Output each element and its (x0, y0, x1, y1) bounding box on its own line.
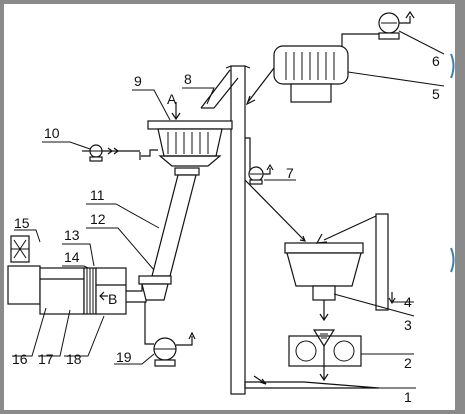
svg-text:8: 8 (184, 71, 192, 87)
svg-text:10: 10 (44, 125, 60, 141)
svg-text:16: 16 (12, 351, 28, 367)
inlet-chute (200, 69, 239, 109)
svg-text:5: 5 (432, 86, 440, 102)
label-17: 17 (38, 309, 71, 367)
label-15: 15 (14, 215, 41, 243)
edge-accent-marks (450, 53, 455, 273)
svg-text:11: 11 (90, 187, 105, 203)
elevator-fan (245, 137, 274, 185)
svg-text:7: 7 (286, 165, 294, 181)
process-flow-diagram: 1 2 3 4 5 6 7 (7, 10, 455, 405)
bottom-conveyor (244, 375, 380, 389)
label-19: 19 (114, 349, 155, 365)
label-9: 9 (132, 73, 171, 121)
diagram-canvas: 1 2 3 4 5 6 7 (4, 4, 455, 410)
side-feed-conveyor (315, 213, 396, 311)
label-8: 8 (182, 71, 215, 105)
svg-text:2: 2 (404, 355, 412, 371)
svg-text:18: 18 (66, 351, 82, 367)
classifier (139, 102, 233, 167)
label-5: 5 (347, 71, 445, 102)
svg-text:9: 9 (134, 73, 142, 89)
feed-hopper (284, 242, 364, 322)
label-13: 13 (62, 227, 95, 267)
elevator-to-hopper-chute (244, 179, 306, 242)
svg-text:12: 12 (90, 211, 106, 227)
exhaust-fan (378, 10, 415, 40)
svg-text:1: 1 (404, 389, 412, 405)
grinding-mill (7, 235, 147, 315)
label-14: 14 (62, 249, 89, 269)
svg-text:4: 4 (404, 294, 412, 310)
label-2: 2 (361, 353, 414, 371)
svg-text:15: 15 (14, 215, 30, 231)
label-3: 3 (333, 293, 415, 333)
svg-text:19: 19 (116, 349, 132, 365)
svg-text:14: 14 (64, 249, 80, 265)
label-6: 6 (398, 30, 445, 69)
label-11: 11 (86, 187, 160, 229)
label-4: 4 (392, 294, 414, 310)
svg-text:13: 13 (64, 227, 80, 243)
label-10: 10 (42, 125, 91, 150)
label-1: 1 (378, 387, 416, 405)
label-7: 7 (264, 165, 296, 181)
annotation-a: A (167, 91, 177, 107)
label-12: 12 (86, 211, 155, 271)
roller-crusher (288, 329, 362, 382)
svg-text:17: 17 (38, 351, 54, 367)
label-18: 18 (64, 315, 105, 367)
bucket-elevator (225, 65, 251, 395)
valve (82, 144, 140, 162)
svg-text:6: 6 (432, 53, 440, 69)
svg-text:3: 3 (404, 317, 412, 333)
annotation-b: B (108, 291, 117, 307)
bag-filter (245, 33, 382, 106)
mill-fan (144, 302, 196, 367)
inclined-duct (138, 167, 200, 301)
label-16: 16 (12, 307, 47, 367)
